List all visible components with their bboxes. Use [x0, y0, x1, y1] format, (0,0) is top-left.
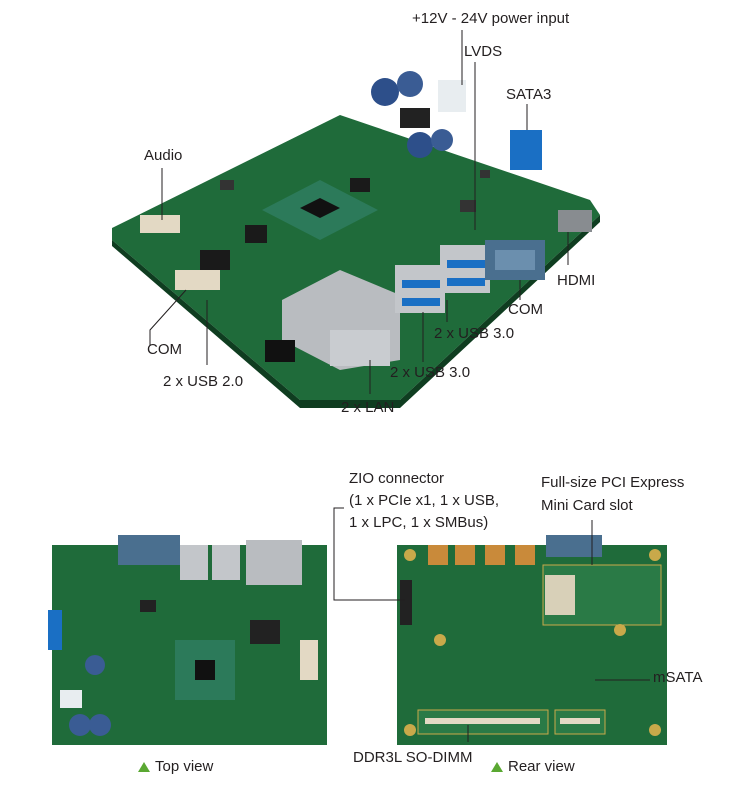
ddr3l-sodimm-label: DDR3L SO-DIMM: [353, 749, 473, 766]
zio-connector-label-line2: (1 x PCIe x1, 1 x USB,: [349, 492, 500, 509]
lan-label: 2 x LAN: [341, 399, 395, 416]
audio-label: Audio: [144, 147, 183, 164]
pcie-slot-label-line2: Mini Card slot: [541, 497, 633, 514]
hdmi-label: HDMI: [557, 272, 596, 289]
usb30-upper-label: 2 x USB 3.0: [434, 325, 515, 342]
top-view-caption-text: Top view: [155, 758, 214, 775]
msata-label: mSATA: [653, 669, 703, 686]
rear-view-board-image: [397, 535, 667, 745]
com-right-label: COM: [508, 301, 543, 318]
zio-connector-label-line3: 1 x LPC, 1 x SMBus): [349, 514, 489, 531]
isometric-board-image: [112, 71, 600, 408]
usb20-label: 2 x USB 2.0: [163, 373, 244, 390]
leader-com-left-path: [149, 289, 187, 340]
lvds-label: LVDS: [464, 43, 503, 60]
top-view-board-image: [48, 535, 327, 745]
top-view-caption: Top view: [138, 758, 213, 775]
leader-lines: [149, 30, 650, 742]
power-input-label: +12V - 24V power input: [412, 10, 570, 27]
triangle-icon: [138, 761, 150, 772]
triangle-icon: [491, 761, 503, 772]
rear-view-caption-text: Rear view: [508, 758, 575, 775]
sata3-label: SATA3: [506, 86, 552, 103]
com-left-label: COM: [147, 341, 182, 358]
rear-view-caption: Rear view: [491, 758, 575, 775]
leader-zio: [333, 507, 405, 601]
pcie-slot-label-line1: Full-size PCI Express: [541, 474, 685, 491]
zio-connector-label-line1: ZIO connector: [349, 470, 445, 487]
usb30-lower-label: 2 x USB 3.0: [390, 364, 471, 381]
